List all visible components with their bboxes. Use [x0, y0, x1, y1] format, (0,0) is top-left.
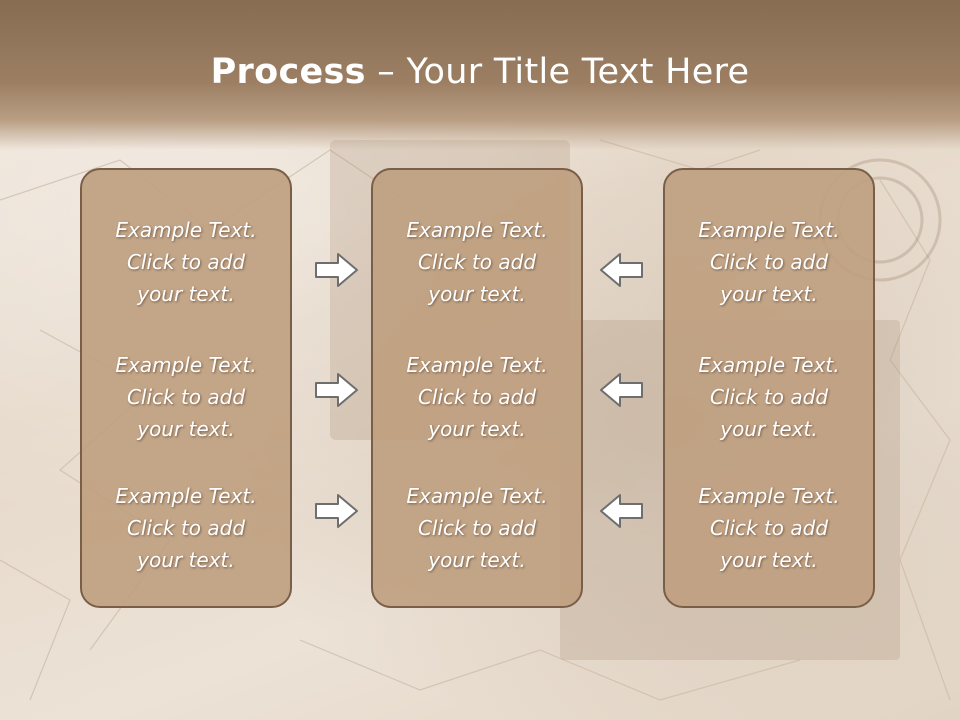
text-line: Click to add	[126, 516, 246, 540]
text-line: Click to add	[126, 385, 246, 409]
arrow-left-icon	[600, 494, 643, 528]
slide-title[interactable]: Process – Your Title Text Here	[0, 52, 960, 92]
arrow-left-icon	[600, 373, 643, 407]
text-line: Example Text.	[698, 218, 840, 242]
text-line: Example Text.	[698, 353, 840, 377]
text-block[interactable]: Example Text. Click to add your text.	[82, 214, 290, 310]
arrow-right-icon	[315, 373, 358, 407]
text-line: Click to add	[709, 250, 829, 274]
text-line: Example Text.	[115, 218, 257, 242]
text-block[interactable]: Example Text. Click to add your text.	[82, 349, 290, 445]
text-line: your text.	[137, 548, 235, 572]
arrow-right-icon	[315, 253, 358, 287]
title-bold: Process	[210, 52, 366, 92]
text-line: Click to add	[417, 516, 537, 540]
arrow-right-icon	[315, 494, 358, 528]
text-line: your text.	[720, 282, 818, 306]
process-box-2[interactable]: Example Text. Click to add your text. Ex…	[371, 168, 583, 608]
text-line: your text.	[428, 548, 526, 572]
text-block[interactable]: Example Text. Click to add your text.	[665, 349, 873, 445]
text-block[interactable]: Example Text. Click to add your text.	[373, 214, 581, 310]
text-line: Click to add	[709, 385, 829, 409]
header-band	[0, 0, 960, 150]
text-block[interactable]: Example Text. Click to add your text.	[373, 480, 581, 576]
text-line: your text.	[428, 417, 526, 441]
text-line: Click to add	[126, 250, 246, 274]
text-line: your text.	[428, 282, 526, 306]
text-line: Example Text.	[115, 484, 257, 508]
text-line: your text.	[720, 548, 818, 572]
text-line: Example Text.	[406, 353, 548, 377]
text-block[interactable]: Example Text. Click to add your text.	[665, 214, 873, 310]
process-box-1[interactable]: Example Text. Click to add your text. Ex…	[80, 168, 292, 608]
text-line: your text.	[137, 282, 235, 306]
text-line: Example Text.	[698, 484, 840, 508]
text-line: Example Text.	[406, 218, 548, 242]
text-line: Click to add	[417, 250, 537, 274]
text-block[interactable]: Example Text. Click to add your text.	[373, 349, 581, 445]
title-rest: – Your Title Text Here	[365, 52, 750, 92]
arrow-left-icon	[600, 253, 643, 287]
text-line: your text.	[720, 417, 818, 441]
text-block[interactable]: Example Text. Click to add your text.	[665, 480, 873, 576]
text-line: Example Text.	[115, 353, 257, 377]
text-line: Example Text.	[406, 484, 548, 508]
text-block[interactable]: Example Text. Click to add your text.	[82, 480, 290, 576]
process-box-3[interactable]: Example Text. Click to add your text. Ex…	[663, 168, 875, 608]
text-line: Click to add	[709, 516, 829, 540]
text-line: Click to add	[417, 385, 537, 409]
text-line: your text.	[137, 417, 235, 441]
